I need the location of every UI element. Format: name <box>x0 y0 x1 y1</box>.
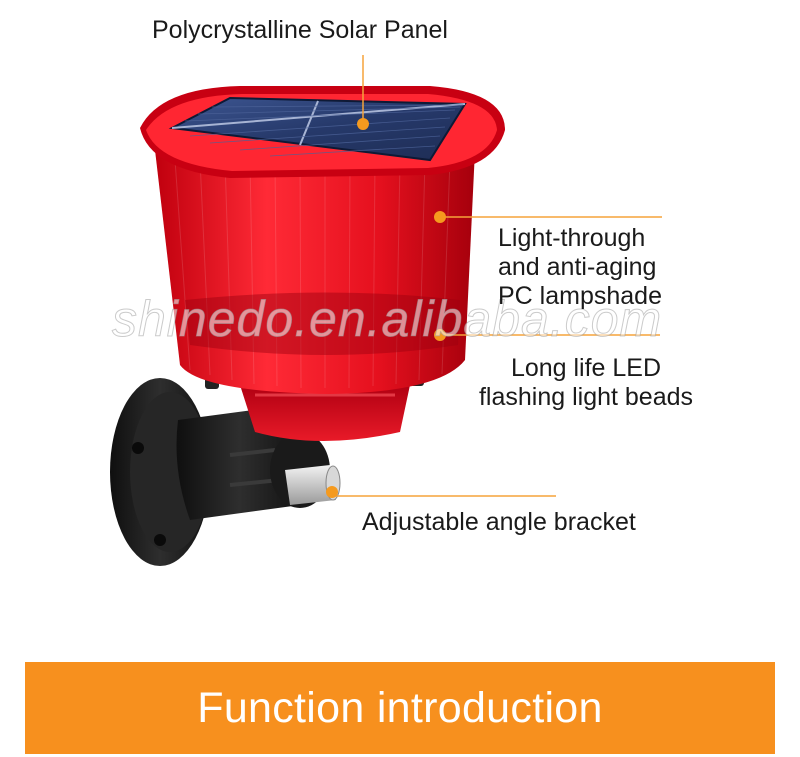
function-introduction-banner: Function introduction <box>25 662 775 754</box>
angle-adjust-joint <box>285 465 336 505</box>
lampshade <box>155 150 475 394</box>
screw-hole-bottom <box>154 534 166 546</box>
callout-lampshade: Light-through and anti-aging PC lampshad… <box>498 224 662 311</box>
banner-title: Function introduction <box>197 684 603 732</box>
screw-hole-top <box>132 442 144 454</box>
callout-led-line1: Long life LED <box>510 354 662 382</box>
watermark: shinedo.en.alibaba.com <box>112 291 663 348</box>
callout-lampshade-line3: PC lampshade <box>498 282 662 310</box>
callout-lampshade-line1: Light-through <box>498 224 646 252</box>
callout-led-line2: flashing light beads <box>478 383 694 411</box>
callout-led: Long life LED flashing light beads <box>455 354 717 412</box>
callout-dot-bracket <box>326 486 338 498</box>
callout-dot-lampshade <box>434 211 446 223</box>
callout-bracket: Adjustable angle bracket <box>362 508 636 536</box>
callout-dot-led <box>434 329 446 341</box>
callout-dot-solar <box>357 118 369 130</box>
bracket <box>110 378 341 566</box>
callout-solar-panel: Polycrystalline Solar Panel <box>152 16 448 44</box>
callout-leaders <box>326 55 662 498</box>
solar-panel-assembly <box>140 86 505 178</box>
callout-lampshade-line2: and anti-aging <box>498 253 657 281</box>
solar-warning-light-illustration <box>110 55 662 566</box>
